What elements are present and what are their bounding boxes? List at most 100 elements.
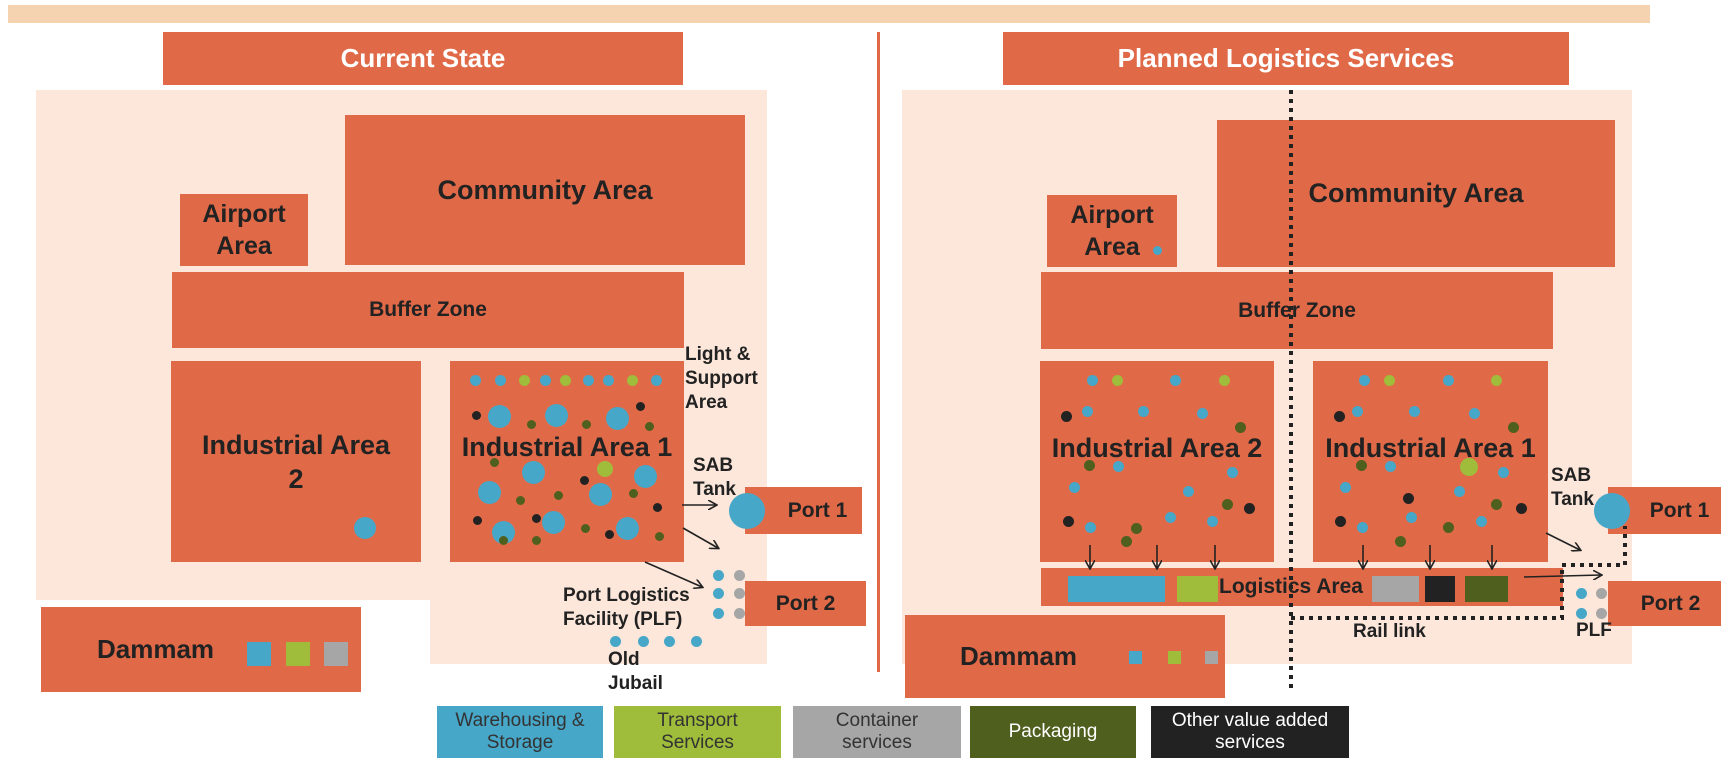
service-dot xyxy=(1453,485,1465,497)
legend-label: Container services xyxy=(835,710,919,753)
current-sab-tank-label: SAB Tank xyxy=(693,455,736,500)
service-dot xyxy=(1408,405,1420,417)
service-dot xyxy=(1206,515,1218,527)
service-dot xyxy=(1111,374,1123,386)
service-dot xyxy=(633,464,657,488)
service-dot xyxy=(531,535,541,545)
current-buffer-zone: Buffer Zone xyxy=(172,272,684,348)
legend-item: Transport Services xyxy=(614,706,781,758)
planned-port-2: Port 2 xyxy=(1608,581,1721,626)
service-dot xyxy=(579,475,589,485)
service-dot xyxy=(1490,498,1502,510)
planned-sab-tank-marker xyxy=(1594,493,1630,529)
current-community-area: Community Area xyxy=(345,115,745,265)
service-dot xyxy=(1595,607,1607,619)
service-dot xyxy=(531,513,541,523)
service-dot xyxy=(609,635,621,647)
service-dot xyxy=(712,587,724,599)
service-dot xyxy=(477,480,501,504)
service-dot xyxy=(628,488,638,498)
service-dot xyxy=(1460,458,1478,476)
planned-industrial-area-2 xyxy=(1040,361,1274,562)
planned-dammam-container-square xyxy=(1205,651,1218,664)
legend-item: Warehousing & Storage xyxy=(437,706,603,758)
service-dot xyxy=(1084,521,1096,533)
dammam-container-square xyxy=(324,642,348,666)
planned-sab-tank-label: SAB Tank xyxy=(1551,465,1594,510)
current-arrow-to-plf xyxy=(644,561,702,587)
planned-industrial-area-1-label: Industrial Area 1 xyxy=(1325,433,1536,463)
planned-airport-area: Airport Area xyxy=(1047,195,1177,267)
planned-dammam-label: Dammam xyxy=(960,641,1078,671)
service-dot xyxy=(1196,407,1208,419)
service-dot xyxy=(1081,405,1093,417)
service-dot xyxy=(494,374,506,386)
logistics-warehousing-block xyxy=(1068,576,1165,602)
planned-buffer-zone: Buffer Zone xyxy=(1041,272,1553,349)
planned-plf-label: PLF xyxy=(1576,620,1612,641)
service-dot xyxy=(1468,407,1480,419)
service-dot xyxy=(469,374,481,386)
sab-tank-marker xyxy=(729,493,765,529)
planned-dammam-warehousing-square xyxy=(1129,651,1142,664)
current-dammam-label: Dammam xyxy=(97,634,215,664)
current-port-2: Port 2 xyxy=(745,581,866,626)
service-dot xyxy=(1384,460,1396,472)
current-plf-label: Port Logistics Facility (PLF) xyxy=(563,585,690,630)
legend-label: Packaging xyxy=(1008,721,1098,742)
service-dot xyxy=(582,374,594,386)
service-dot xyxy=(602,374,614,386)
service-dot xyxy=(1356,521,1368,533)
service-dot xyxy=(521,460,545,484)
logistics-container-block xyxy=(1372,576,1419,602)
current-arrow-to-plf-upper xyxy=(682,527,718,548)
service-dot xyxy=(1218,374,1230,386)
service-dot xyxy=(1515,502,1527,514)
service-dot xyxy=(690,635,702,647)
service-dot xyxy=(487,404,511,428)
service-dot xyxy=(654,531,664,541)
current-industrial-area-1 xyxy=(450,361,684,562)
service-dot xyxy=(626,374,638,386)
service-dot xyxy=(733,607,745,619)
current-industrial-area-1-label: Industrial Area 1 xyxy=(461,432,673,462)
service-dot xyxy=(712,569,724,581)
service-dot xyxy=(1334,515,1346,527)
service-dot xyxy=(544,403,568,427)
service-dot xyxy=(1405,511,1417,523)
service-dot xyxy=(635,401,645,411)
service-dot xyxy=(1394,535,1406,547)
service-dot xyxy=(1442,374,1454,386)
service-dot xyxy=(1112,460,1124,472)
service-dot xyxy=(1226,466,1238,478)
service-dot xyxy=(472,515,482,525)
service-dot xyxy=(1383,374,1395,386)
panel-divider xyxy=(877,32,880,672)
planned-rail-link-label: Rail link xyxy=(1353,621,1426,642)
service-dot xyxy=(1086,374,1098,386)
service-dot xyxy=(518,374,530,386)
service-dot xyxy=(1507,421,1519,433)
service-dot xyxy=(1164,511,1176,523)
service-dot xyxy=(515,495,525,505)
service-dot xyxy=(1339,481,1351,493)
service-dot xyxy=(491,520,515,544)
logistics-other-block xyxy=(1425,576,1455,602)
service-dot xyxy=(1475,515,1487,527)
service-dot xyxy=(354,517,376,539)
service-dot xyxy=(663,635,675,647)
planned-arrow-to-port1 xyxy=(1545,532,1580,550)
current-state-title: Current State xyxy=(163,32,683,85)
service-dot xyxy=(1243,502,1255,514)
service-dot xyxy=(1068,481,1080,493)
service-dot xyxy=(597,461,613,477)
logistics-packaging-block xyxy=(1465,576,1508,602)
service-dot xyxy=(559,374,571,386)
service-dot xyxy=(1575,587,1587,599)
service-dot xyxy=(733,569,745,581)
service-dot xyxy=(498,535,508,545)
service-dot xyxy=(588,482,612,506)
service-dot xyxy=(1130,522,1142,534)
current-light-support-label: Light & Support Area xyxy=(685,344,758,413)
planned-industrial-area-2-label: Industrial Area 2 xyxy=(1051,433,1263,463)
